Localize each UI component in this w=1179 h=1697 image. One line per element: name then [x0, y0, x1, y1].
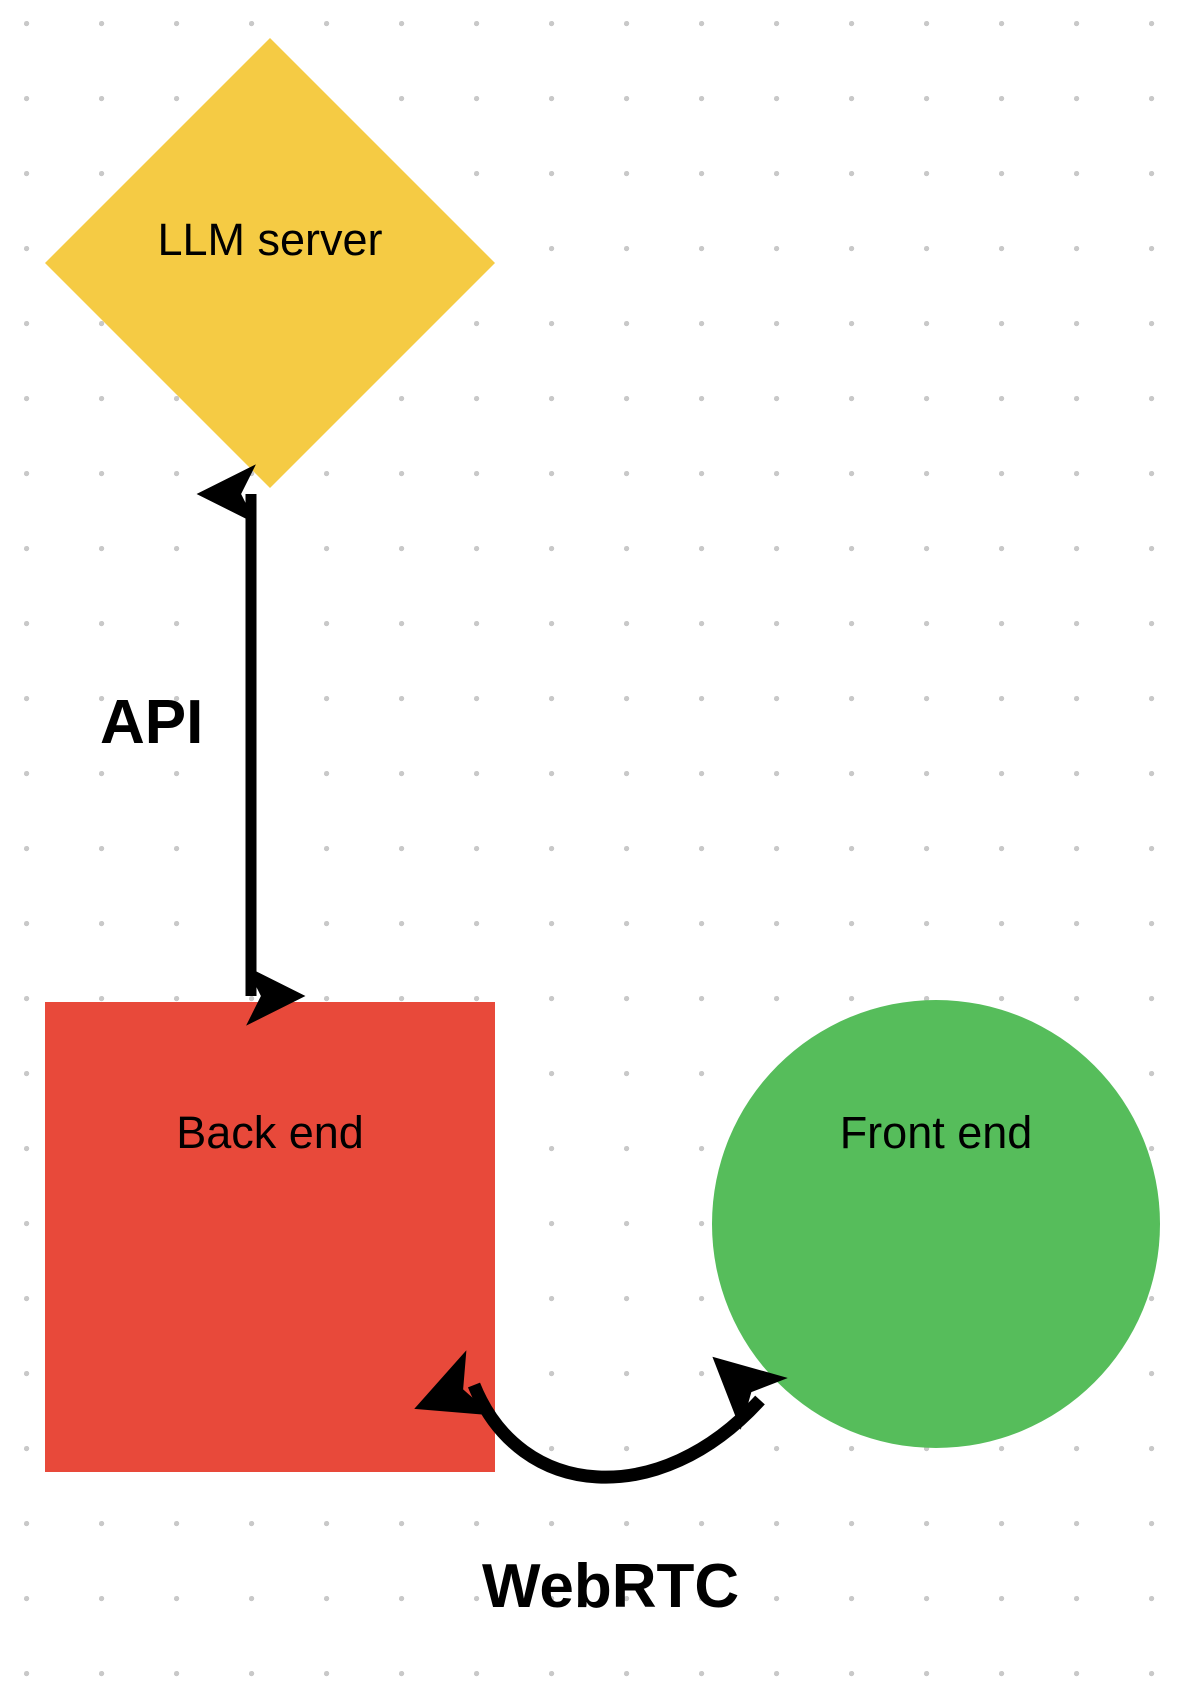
edge-webrtc-label: WebRTC	[482, 1552, 740, 1621]
node-back-end-shape[interactable]	[45, 1002, 495, 1472]
node-llm-server-shape[interactable]	[45, 38, 495, 488]
edge-api-label: API	[100, 688, 204, 757]
node-front-end-shape[interactable]	[712, 1000, 1160, 1448]
edge-webrtc-connector[interactable]	[414, 1350, 788, 1484]
